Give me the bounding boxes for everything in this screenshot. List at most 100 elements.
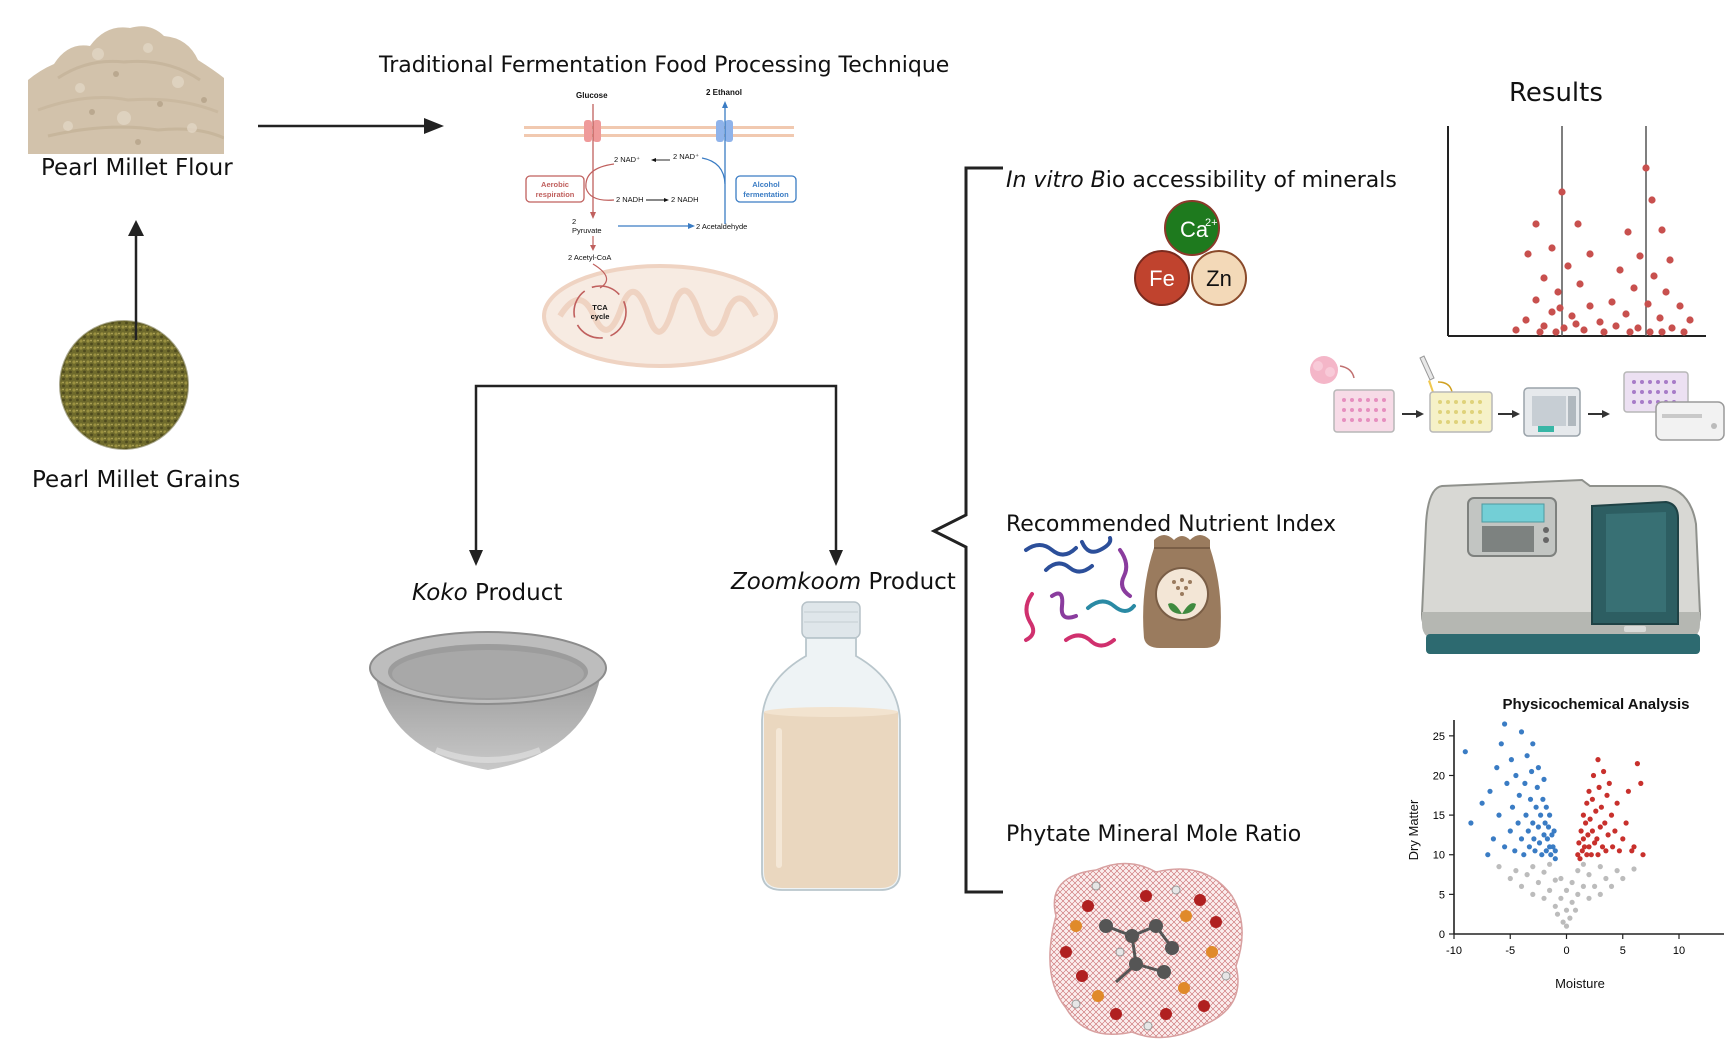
scatter-point xyxy=(1580,812,1586,818)
phytate-label: Phytate Mineral Mole Ratio xyxy=(1006,822,1302,847)
scatter-point xyxy=(1462,749,1468,755)
pearl-millet-grains-image xyxy=(59,320,189,450)
pyruvate-label: Pyruvate xyxy=(572,226,602,235)
scatter-point xyxy=(1551,828,1557,834)
scatter-point xyxy=(1604,792,1610,798)
scatter-point xyxy=(1638,780,1644,786)
y-tick-label: 15 xyxy=(1433,810,1445,822)
scatter-point xyxy=(1567,915,1573,921)
scatter-point xyxy=(1547,812,1553,818)
scatter-point xyxy=(1552,903,1558,909)
scatter-point xyxy=(1523,812,1529,818)
scatter-point xyxy=(1498,741,1504,747)
scatter-point xyxy=(1547,861,1553,867)
fermentation-pathway-diagram: Glucose 2 Ethanol 2 NAD⁺ 2 NAD⁺ 2 NADH 2… xyxy=(524,88,797,368)
scatter-point xyxy=(1603,875,1609,882)
scatter-point xyxy=(1485,852,1491,858)
scatter-point xyxy=(1598,804,1604,810)
alcohol-line2: fermentation xyxy=(743,190,789,199)
scatter-point xyxy=(1631,844,1637,850)
scatter-point xyxy=(1586,895,1592,901)
scatter-point xyxy=(1507,828,1513,834)
scatter-point xyxy=(1533,804,1539,810)
alcohol-line1: Alcohol xyxy=(752,180,780,189)
spectrophotometer-image xyxy=(1420,478,1702,654)
scatter-point xyxy=(1539,852,1545,858)
scatter-point xyxy=(1552,877,1558,883)
scatter-point xyxy=(1576,840,1582,846)
tca-line2: cycle xyxy=(591,312,610,321)
scatter-point xyxy=(1530,864,1536,870)
technique-title: Traditional Fermentation Food Processing… xyxy=(379,53,950,78)
scatter-point xyxy=(1490,836,1496,842)
calcium-symbol: Ca xyxy=(1180,217,1209,242)
nad-right-label: 2 NAD⁺ xyxy=(673,152,699,161)
pearl-millet-flour-label: Pearl Millet Flour xyxy=(41,155,233,181)
scatter-point xyxy=(1631,866,1637,872)
scatter-point xyxy=(1634,761,1640,767)
scatter-point xyxy=(1580,883,1586,889)
scatter-point xyxy=(1589,796,1595,802)
scatter-point xyxy=(1629,848,1635,854)
scatter-point xyxy=(1592,883,1598,889)
scatter-point xyxy=(1526,844,1532,850)
alcohol-fermentation-box xyxy=(735,175,797,203)
x-tick-label: -5 xyxy=(1505,945,1515,957)
scatter-point xyxy=(1586,872,1592,878)
scatter-point xyxy=(1583,820,1589,826)
scatter-point xyxy=(1596,784,1602,790)
scatter-point xyxy=(1597,824,1603,830)
scatter-point xyxy=(1580,861,1586,867)
zoomkoom-bottle-image xyxy=(761,601,901,891)
scatter-point xyxy=(1508,757,1514,763)
scatter-point xyxy=(1547,887,1553,893)
scatter-point xyxy=(1512,848,1518,854)
scatter-point xyxy=(1522,780,1528,786)
scatter-point xyxy=(1544,836,1550,842)
well-plate-yellow xyxy=(1429,391,1493,433)
scatter-point xyxy=(1584,800,1590,806)
x-tick-label: 0 xyxy=(1563,945,1569,957)
scatter-point xyxy=(1558,895,1564,901)
pearl-millet-flour-image xyxy=(28,26,224,154)
iron-symbol: Fe xyxy=(1149,266,1175,291)
scatter-point xyxy=(1640,852,1646,858)
scatter-point xyxy=(1585,832,1591,838)
scatter-point xyxy=(1577,856,1583,862)
rni-label: Recommended Nutrient Index xyxy=(1006,512,1337,537)
scatter-point xyxy=(1487,788,1493,794)
ethanol-transporter xyxy=(716,120,724,142)
scatter-point xyxy=(1563,923,1570,929)
scatter-point xyxy=(1616,848,1622,854)
chart-title: Physicochemical Analysis xyxy=(1502,696,1689,713)
scatter-point xyxy=(1532,848,1538,854)
scatter-point xyxy=(1603,848,1609,854)
scatter-point xyxy=(1575,852,1581,858)
scatter-point xyxy=(1540,796,1546,802)
scatter-point xyxy=(1549,832,1555,838)
scatter-point xyxy=(1594,836,1600,842)
scatter-point xyxy=(1560,919,1566,925)
scatter-point xyxy=(1541,776,1547,782)
scatter-point xyxy=(1593,808,1599,814)
acetaldehyde-label: 2 Acetaldehyde xyxy=(696,222,747,231)
scatter-point xyxy=(1525,828,1531,834)
scatter-point xyxy=(1468,820,1474,826)
scatter-point xyxy=(1554,911,1561,917)
scatter-point xyxy=(1587,816,1593,822)
scatter-point xyxy=(1602,820,1608,826)
scatter-point xyxy=(1543,848,1549,854)
scatter-point xyxy=(1518,836,1525,842)
scatter-point xyxy=(1614,868,1620,874)
pearl-millet-grains-label: Pearl Millet Grains xyxy=(32,467,241,493)
scatter-point xyxy=(1548,852,1554,858)
scatter-point xyxy=(1581,844,1588,850)
scatter-point xyxy=(1496,812,1502,818)
scatter-point xyxy=(1589,828,1595,834)
y-tick-label: 10 xyxy=(1433,850,1445,862)
acetylcoa-label: 2 Acetyl-CoA xyxy=(568,253,611,262)
calcium-circle xyxy=(1164,200,1220,256)
scatter-point xyxy=(1620,875,1626,882)
scatter-point xyxy=(1502,721,1508,727)
nad-left-label: 2 NAD⁺ xyxy=(614,155,640,164)
